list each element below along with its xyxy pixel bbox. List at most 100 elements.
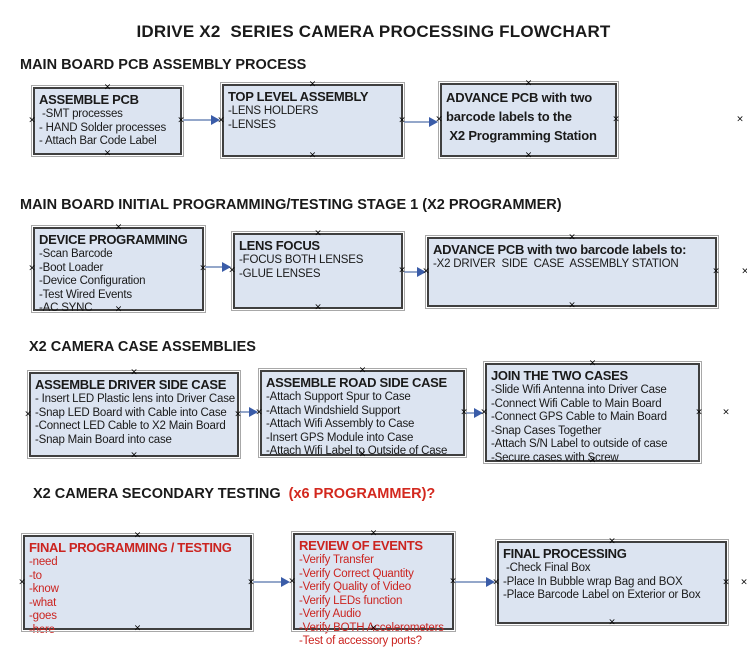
connection-anchor-icon: × xyxy=(722,407,730,418)
section-heading-pcb-assembly: MAIN BOARD PCB ASSEMBLY PROCESS xyxy=(20,57,306,73)
connection-anchor-icon: × xyxy=(308,150,317,161)
box-item: -Verify Transfer xyxy=(299,554,374,566)
box-title: X2 Programming Station xyxy=(446,128,597,143)
connection-anchor-icon: × xyxy=(588,358,597,369)
connection-anchor-icon: × xyxy=(568,232,576,243)
box-title: DEVICE PROGRAMMING xyxy=(39,232,188,247)
box-item: -Attach S/N Label to outside of case xyxy=(491,438,668,450)
box-item: -X2 DRIVER SIDE CASE ASSEMBLY STATION xyxy=(433,258,679,270)
connection-anchor-icon: × xyxy=(524,78,533,89)
arrow-line xyxy=(253,581,285,583)
box-title: ASSEMBLE DRIVER SIDE CASE xyxy=(35,377,227,392)
connection-anchor-icon: × xyxy=(199,263,207,274)
flow-box-assemble-driver-side-case: ASSEMBLE DRIVER SIDE CASE- Insert LED Pl… xyxy=(24,368,242,460)
box-item: -know xyxy=(29,583,59,595)
connection-anchor-icon: × xyxy=(103,148,112,159)
connection-anchor-icon: × xyxy=(228,265,236,276)
box-item: -here xyxy=(29,623,55,636)
box-item: -Test of accessory ports? xyxy=(299,635,422,647)
connection-anchor-icon: × xyxy=(612,114,620,125)
box-item: - Attach Bar Code Label xyxy=(39,135,157,147)
box-item: -Slide Wifi Antenna into Driver Case xyxy=(491,384,667,396)
connection-anchor-icon: × xyxy=(435,114,443,125)
box-title: FINAL PROGRAMMING / TESTING xyxy=(29,540,232,555)
box-item: -Attach Windshield Support xyxy=(266,404,401,417)
connection-anchor-icon: × xyxy=(358,449,367,460)
box-title: ADVANCE PCB with two barcode labels to: xyxy=(433,242,687,257)
arrow-head-icon xyxy=(249,407,258,417)
box-item: -Boot Loader xyxy=(39,261,104,274)
connection-anchor-icon: × xyxy=(608,536,616,547)
connection-anchor-icon: × xyxy=(103,82,112,93)
box-item: -Check Final Box xyxy=(503,562,591,574)
connection-anchor-icon: × xyxy=(177,115,185,126)
box-item: -Verify BOTH Accelerometers xyxy=(299,621,444,634)
section-heading-text: MAIN BOARD INITIAL PROGRAMMING/TESTING S… xyxy=(20,197,562,213)
arrow-head-icon xyxy=(281,577,290,587)
flow-box-join-the-two-cases: JOIN THE TWO CASES-Slide Wifi Antenna in… xyxy=(480,358,703,465)
box-item: -Secure cases with Screw xyxy=(491,451,619,464)
flow-box-final-processing: FINAL PROCESSING -Check Final Box-Place … xyxy=(492,536,730,627)
connection-anchor-icon: × xyxy=(288,576,296,586)
connection-anchor-icon: × xyxy=(308,79,317,90)
box-item: -Place In Bubble wrap Bag and BOX xyxy=(503,575,683,588)
connection-anchor-icon: × xyxy=(568,300,576,311)
connection-anchor-icon: × xyxy=(247,577,255,587)
box-item: -Connect Wifi Cable to Main Board xyxy=(491,397,662,410)
connection-anchor-icon: × xyxy=(460,407,468,418)
flow-box-final-programming-testing: FINAL PROGRAMMING / TESTING-need-to-know… xyxy=(18,530,255,636)
flow-box-device-programming: DEVICE PROGRAMMING-Scan Barcode-Boot Loa… xyxy=(28,223,207,314)
connection-anchor-icon: × xyxy=(234,409,242,419)
connection-anchor-icon: × xyxy=(588,455,597,466)
arrow-head-icon xyxy=(474,408,483,418)
page-title: IDRIVE X2 SERIES CAMERA PROCESSING FLOWC… xyxy=(136,22,611,41)
connection-anchor-icon: × xyxy=(369,623,378,634)
connection-anchor-icon: × xyxy=(741,266,747,277)
section-heading-red-text: (x6 PROGRAMMER)? xyxy=(284,486,436,502)
box-title: ASSEMBLE ROAD SIDE CASE xyxy=(266,375,447,390)
box-item: -Connect LED Cable to X2 Main Board xyxy=(35,420,226,432)
box-item: -SMT processes xyxy=(39,108,123,120)
section-heading-case-assemblies: X2 CAMERA CASE ASSEMBLIES xyxy=(29,339,256,355)
section-heading-initial-programming: MAIN BOARD INITIAL PROGRAMMING/TESTING S… xyxy=(20,197,562,213)
connection-anchor-icon: × xyxy=(449,576,457,586)
connection-anchor-icon: × xyxy=(480,407,488,417)
connection-anchor-icon: × xyxy=(695,407,703,417)
box-item: -Snap LED Board with Cable into Case xyxy=(35,406,227,419)
box-item: -Place Barcode Label on Exterior or Box xyxy=(503,589,701,601)
box-title: REVIEW OF EVENTS xyxy=(299,538,423,553)
box-item: -to xyxy=(29,569,42,582)
connection-anchor-icon: × xyxy=(422,266,430,277)
flow-box-advance-pcb-driver-side: ADVANCE PCB with two barcode labels to:-… xyxy=(422,232,720,310)
arrow-head-icon xyxy=(417,267,426,277)
connection-anchor-icon: × xyxy=(314,228,322,239)
connection-anchor-icon: × xyxy=(398,115,406,125)
arrow-line xyxy=(240,411,253,413)
connection-anchor-icon: × xyxy=(712,266,720,277)
box-title: ASSEMBLE PCB xyxy=(39,92,139,107)
section-heading-text: X2 CAMERA CASE ASSEMBLIES xyxy=(29,339,256,355)
connection-anchor-icon: × xyxy=(28,115,36,126)
connection-anchor-icon: × xyxy=(133,530,142,541)
connection-anchor-icon: × xyxy=(133,623,142,634)
box-item: -LENS HOLDERS xyxy=(228,105,319,117)
box-title: LENS FOCUS xyxy=(239,238,320,253)
connection-anchor-icon: × xyxy=(217,115,225,125)
box-item: -goes xyxy=(29,610,57,622)
connection-anchor-icon: × xyxy=(736,114,744,125)
box-item: -Device Configuration xyxy=(39,275,146,287)
connection-anchor-icon: × xyxy=(722,577,730,587)
box-item: -Snap Cases Together xyxy=(491,424,602,437)
box-item: -Attach Wifi Label to Outside of Case xyxy=(266,445,448,457)
box-item: -Verify Quality of Video xyxy=(299,581,411,593)
flow-box-review-of-events: REVIEW OF EVENTS-Verify Transfer -Verify … xyxy=(288,529,457,647)
flow-box-lens-focus: LENS FOCUS-FOCUS BOTH LENSES-GLUE LENSES… xyxy=(228,228,406,312)
box-title: TOP LEVEL ASSEMBLY xyxy=(228,89,369,104)
section-heading-text: MAIN BOARD PCB ASSEMBLY PROCESS xyxy=(20,57,307,73)
arrow-line xyxy=(183,119,215,121)
section-heading-secondary-testing: X2 CAMERA SECONDARY TESTING (x6 PROGRAMM… xyxy=(33,486,435,502)
connection-anchor-icon: × xyxy=(255,407,263,418)
box-title: barcode labels to the xyxy=(446,109,572,124)
